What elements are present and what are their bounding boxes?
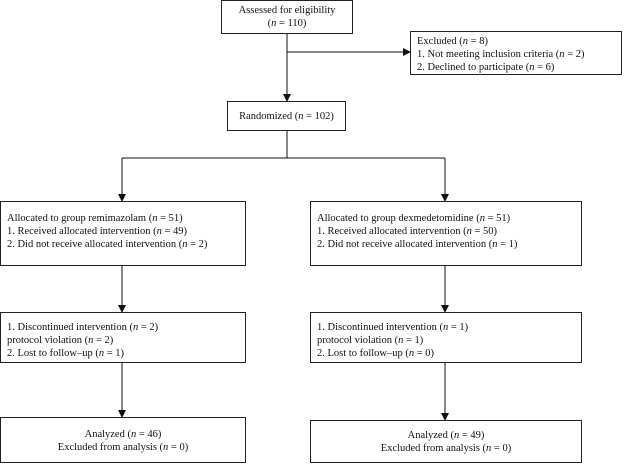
excluded-title: Excluded (n = 8) — [417, 36, 488, 47]
analysis-box-dexmedetomidine: Analyzed (n = 49) Excluded from analysis… — [310, 420, 582, 463]
allocation-title: Allocated to group dexmedetomidine (n = … — [317, 213, 511, 224]
excluded-from-analysis: Excluded from analysis (n = 0) — [57, 442, 189, 453]
followup-line: protocol violation (n = 1) — [317, 335, 424, 346]
allocation-line: 1. Received allocated intervention (n = … — [317, 226, 497, 237]
excluded-box: Excluded (n = 8) 1. Not meeting inclusio… — [410, 31, 622, 75]
assessed-title: Assessed for eligibility — [238, 5, 336, 16]
followup-line: 2. Lost to follow–up (n = 0) — [317, 348, 435, 359]
allocation-box-remimazolam: Allocated to group remimazolam (n = 51) … — [0, 201, 246, 266]
excluded-reason: 2. Declined to participate (n = 6) — [417, 62, 555, 73]
followup-box-remimazolam: 1. Discontinued intervention (n = 2) pro… — [0, 312, 246, 363]
allocation-box-dexmedetomidine: Allocated to group dexmedetomidine (n = … — [310, 201, 582, 266]
randomized-label: Randomized (n = 102) — [239, 111, 334, 122]
followup-box-dexmedetomidine: 1. Discontinued intervention (n = 1) pro… — [310, 312, 582, 363]
followup-line: protocol violation (n = 2) — [7, 335, 114, 346]
excluded-from-analysis: Excluded from analysis (n = 0) — [380, 443, 512, 454]
analysis-box-remimazolam: Analyzed (n = 46) Excluded from analysis… — [0, 417, 246, 463]
assessed-box: Assessed for eligibility (n = 110) — [221, 0, 353, 34]
assessed-count: (n = 110) — [267, 18, 307, 29]
randomized-box: Randomized (n = 102) — [227, 101, 346, 131]
allocation-title: Allocated to group remimazolam (n = 51) — [7, 213, 183, 224]
followup-line: 2. Lost to follow–up (n = 1) — [7, 348, 125, 359]
allocation-line: 2. Did not receive allocated interventio… — [7, 239, 208, 250]
allocation-line: 2. Did not receive allocated interventio… — [317, 239, 518, 250]
analyzed-count: Analyzed (n = 46) — [84, 429, 162, 440]
excluded-reason: 1. Not meeting inclusion criteria (n = 2… — [417, 49, 585, 60]
followup-line: 1. Discontinued intervention (n = 1) — [317, 322, 469, 333]
allocation-line: 1. Received allocated intervention (n = … — [7, 226, 187, 237]
followup-line: 1. Discontinued intervention (n = 2) — [7, 322, 159, 333]
analyzed-count: Analyzed (n = 49) — [407, 430, 485, 441]
